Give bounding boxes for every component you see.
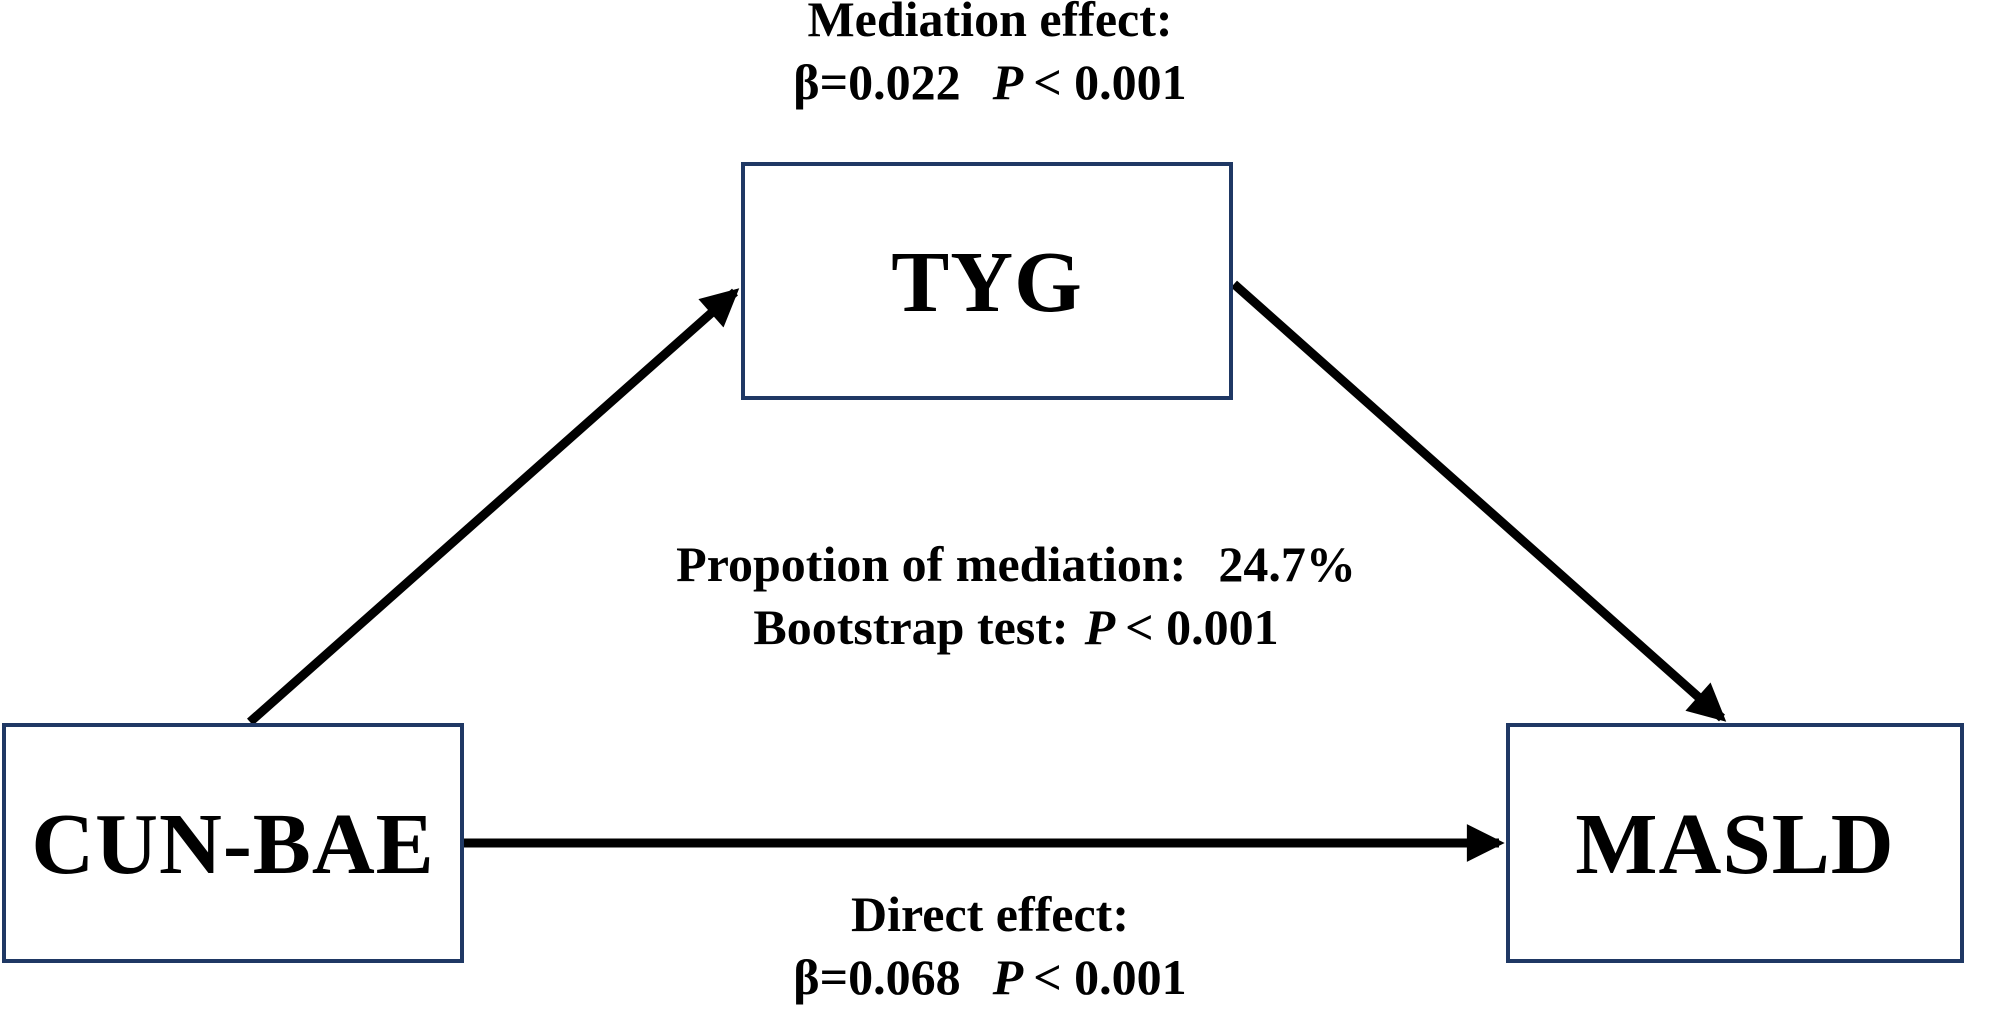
node-masld: MASLD [1506,723,1964,963]
mediation-effect-p-symbol: P [992,54,1024,110]
bootstrap-line: Bootstrap test: P< 0.001 [651,596,1381,659]
mediation-effect-p-value: < 0.001 [1033,54,1187,110]
proportion-value: 24.7% [1218,536,1356,592]
node-tyg: TYG [741,162,1233,400]
mediation-effect-title: Mediation effect: [625,0,1355,51]
bootstrap-p-symbol: P [1084,599,1116,655]
arrow-exposure-to-mediator [247,288,740,726]
direct-effect-p-value: < 0.001 [1033,949,1187,1005]
mediation-effect-annotation: Mediation effect: β=0.022 P< 0.001 [625,0,1355,114]
mediation-effect-beta: β=0.022 [793,54,961,110]
node-cun-bae: CUN-BAE [2,723,464,963]
bootstrap-label: Bootstrap test: [753,599,1069,655]
node-cun-bae-label: CUN-BAE [31,794,435,892]
bootstrap-p-value: < 0.001 [1125,599,1279,655]
direct-effect-beta: β=0.068 [793,949,961,1005]
direct-effect-title: Direct effect: [625,883,1355,946]
direct-effect-stats: β=0.068 P< 0.001 [625,946,1355,1009]
direct-effect-p-symbol: P [992,949,1024,1005]
mediation-effect-title-text: Mediation effect: [807,0,1173,47]
proportion-annotation: Propotion of mediation: 24.7% Bootstrap t… [651,533,1381,659]
node-tyg-label: TYG [891,232,1083,330]
direct-effect-annotation: Direct effect: β=0.068 P< 0.001 [625,883,1355,1009]
direct-effect-title-text: Direct effect: [850,886,1129,942]
proportion-label: Propotion of mediation: [676,536,1187,592]
mediation-effect-stats: β=0.022 P< 0.001 [625,51,1355,114]
arrow-mediator-to-outcome [1231,280,1727,722]
proportion-line: Propotion of mediation: 24.7% [651,533,1381,596]
node-masld-label: MASLD [1575,794,1895,892]
